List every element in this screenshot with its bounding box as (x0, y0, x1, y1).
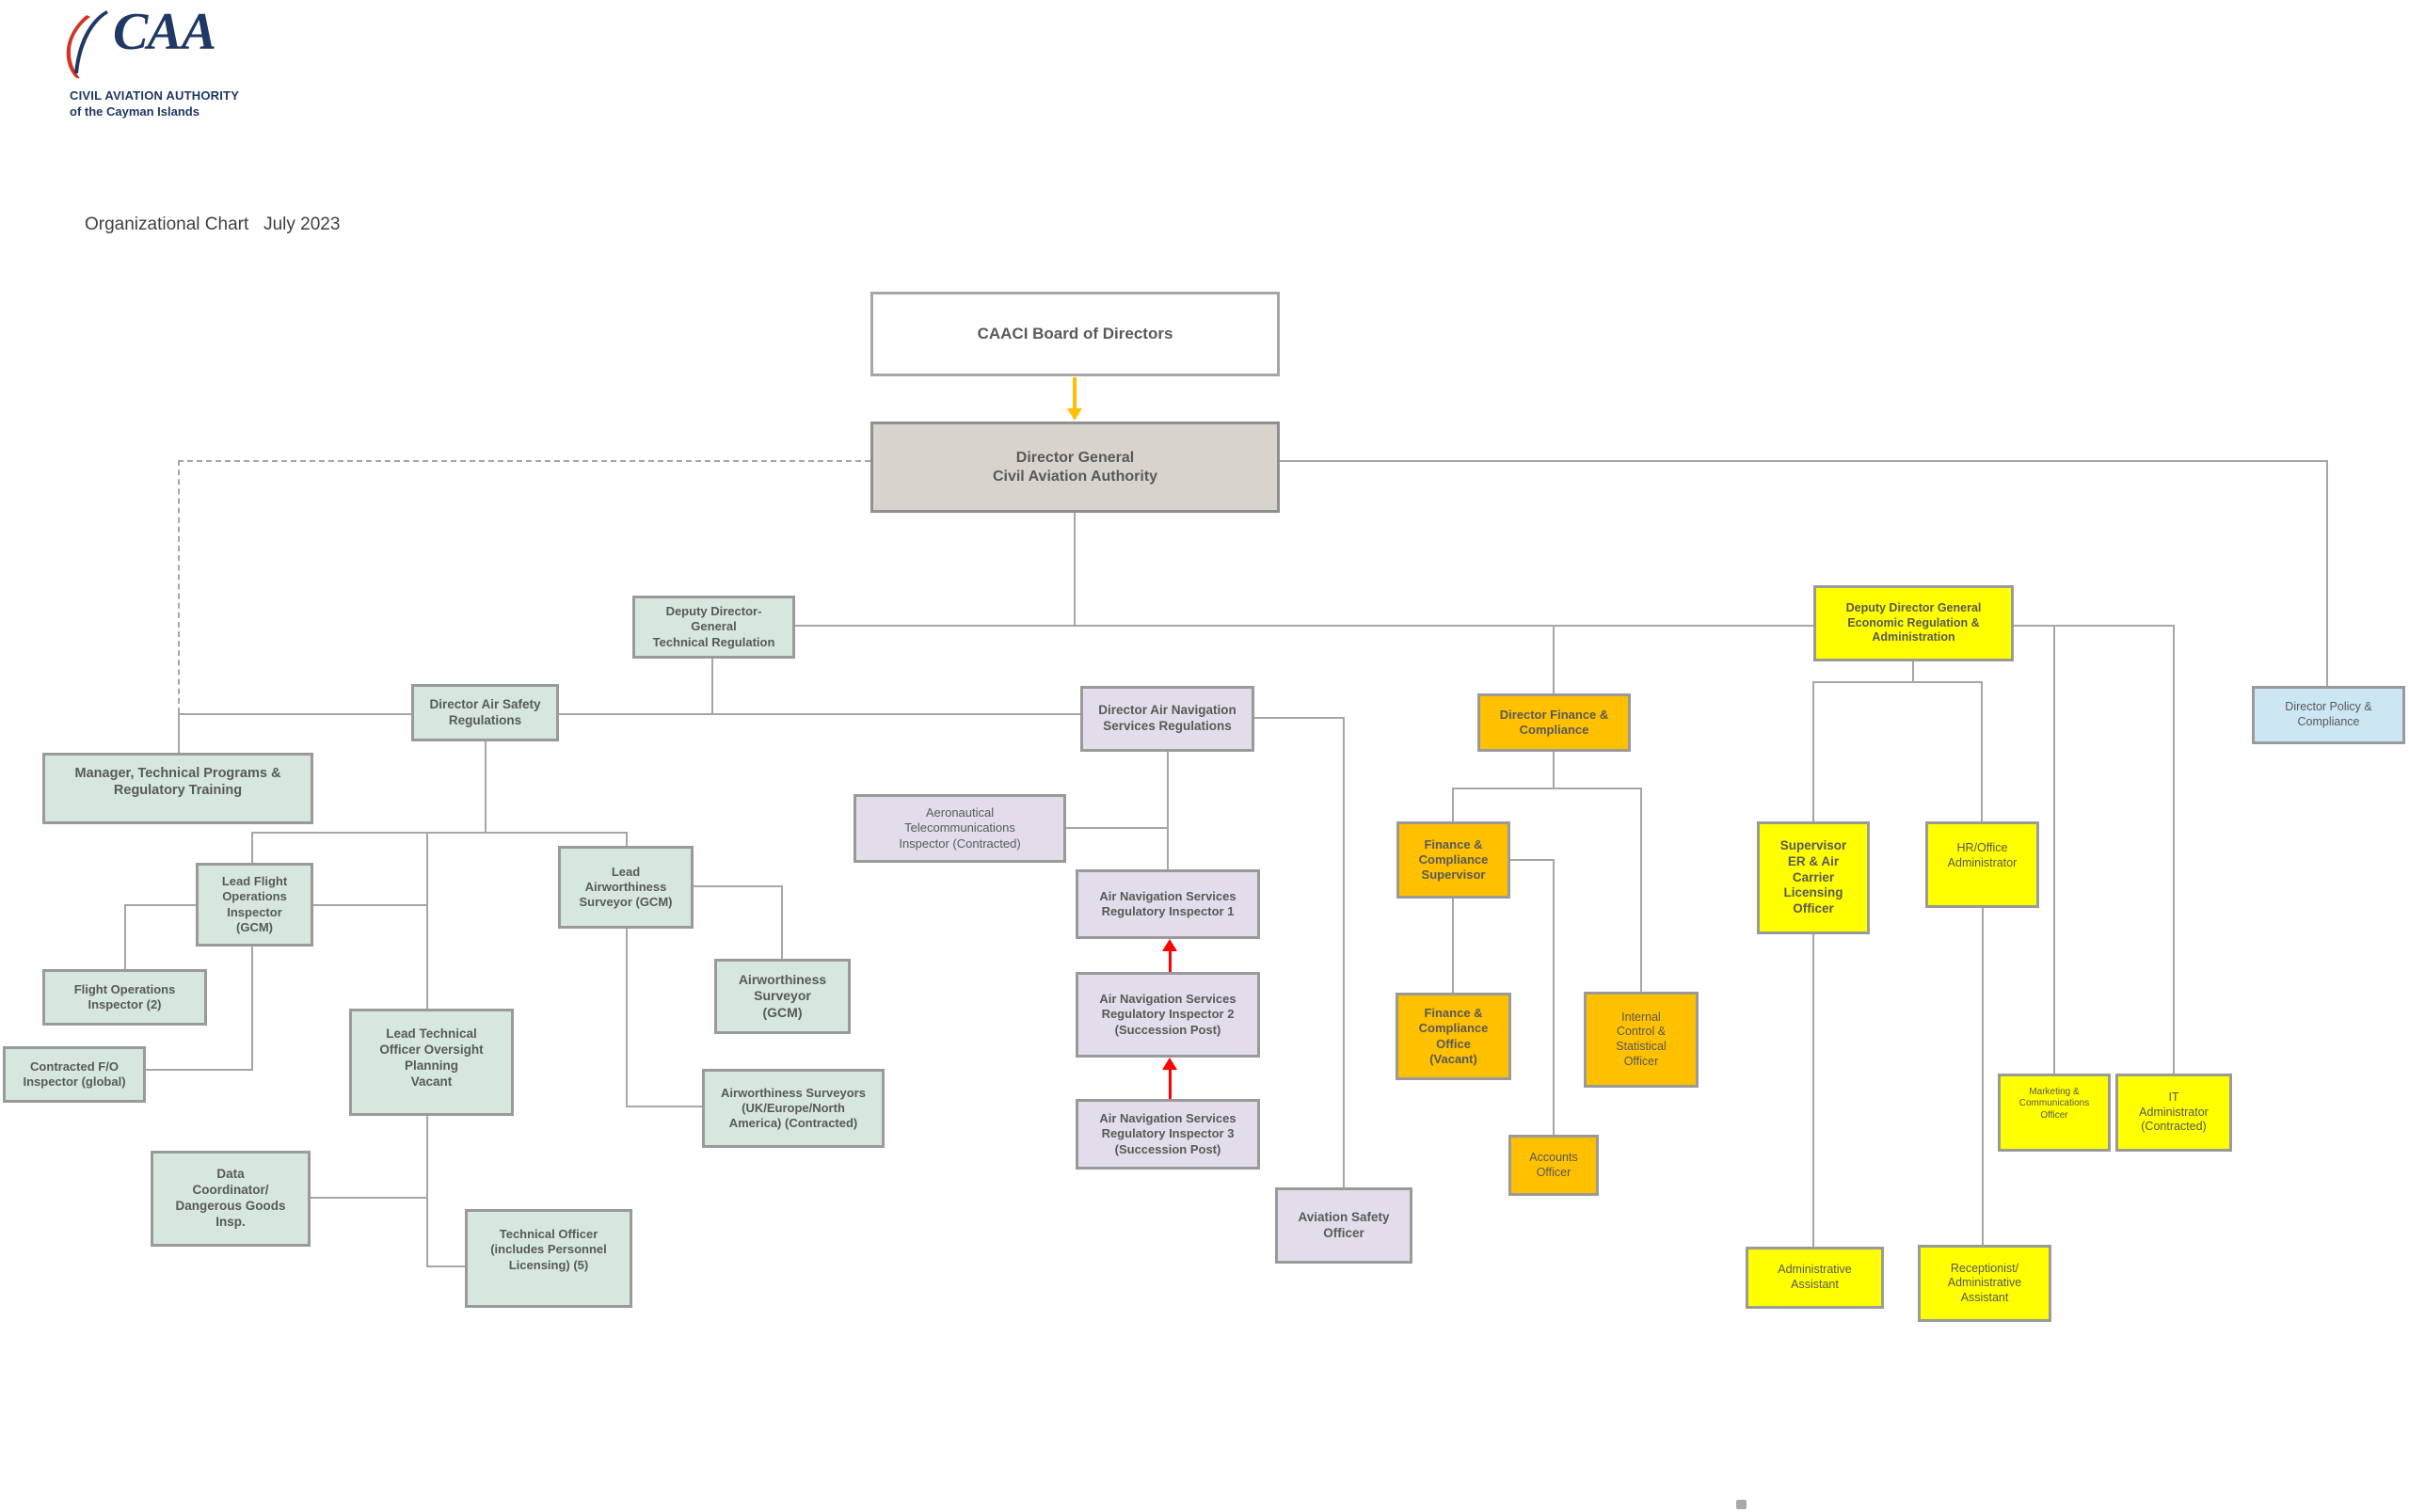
connector (485, 741, 487, 833)
connector (1982, 908, 1984, 1245)
connector (626, 929, 628, 1107)
org-box-accounts-officer: Accounts Officer (1508, 1135, 1599, 1196)
connector (426, 1265, 465, 1267)
connector (251, 832, 628, 834)
connector (251, 947, 253, 1070)
connector (124, 904, 126, 969)
org-box-technical-officer-personnel-licensing: Technical Officer (includes Personnel Li… (465, 1209, 632, 1308)
connector (1812, 681, 1983, 683)
connector (1452, 899, 1454, 993)
connector (426, 1116, 428, 1267)
succession-arrow-2-shaft (1169, 1068, 1172, 1099)
org-box-lead-airworthiness-surveyor-gcm: Lead Airworthiness Surveyor (GCM) (558, 846, 694, 929)
org-box-director-finance-compliance: Director Finance & Compliance (1477, 693, 1631, 752)
connector (1343, 717, 1345, 1187)
connector (626, 1106, 702, 1107)
connector (1553, 625, 1555, 693)
connector (694, 885, 783, 887)
connector (2014, 625, 2174, 627)
connector (1812, 681, 1814, 821)
connector (426, 832, 428, 1009)
connector (1812, 934, 1814, 1247)
org-box-hr-office-administrator: HR/Office Administrator (1925, 821, 2039, 908)
org-box-lead-flight-operations-inspector: Lead Flight Operations Inspector (GCM) (196, 863, 313, 947)
connector (251, 832, 253, 863)
succession-arrow-1 (1162, 939, 1177, 951)
org-box-director-air-safety-regulations: Director Air Safety Regulations (411, 684, 559, 741)
connector (1981, 681, 1983, 821)
org-box-caaci-board-of-directors: CAACI Board of Directors (870, 292, 1280, 376)
connector (1510, 859, 1555, 861)
connector (1280, 460, 2327, 462)
connector (2053, 625, 2055, 1074)
connector (2326, 460, 2328, 686)
org-box-director-general: Director General Civil Aviation Authorit… (870, 422, 1280, 513)
org-box-administrative-assistant: Administrative Assistant (1746, 1247, 1884, 1309)
caa-logo-line1: CIVIL AVIATION AUTHORITY (70, 88, 240, 103)
connector (711, 659, 713, 715)
org-box-finance-compliance-office-vacant: Finance & Compliance Office (Vacant) (1396, 993, 1511, 1080)
org-box-it-administrator-contracted: IT Administrator (Contracted) (2115, 1074, 2232, 1152)
board-to-dg-arrowhead (1067, 408, 1082, 421)
connector (1254, 717, 1344, 719)
caa-logo: CAA CIVIL AVIATION AUTHORITY of the Caym… (66, 3, 273, 125)
org-box-lead-technical-officer-oversight-planning-vacant: Lead Technical Officer Oversight Plannin… (349, 1009, 514, 1116)
connector (178, 713, 1080, 715)
org-box-internal-control-statistical-officer: Internal Control & Statistical Officer (1584, 992, 1699, 1088)
succession-arrow-2 (1162, 1058, 1177, 1070)
org-box-deputy-director-general-technical-regulation: Deputy Director- General Technical Regul… (632, 596, 795, 659)
connector (1452, 788, 1454, 821)
caa-logo-line2: of the Cayman Islands (70, 104, 199, 119)
board-to-dg-arrow (1073, 377, 1077, 410)
org-box-aviation-safety-officer: Aviation Safety Officer (1275, 1187, 1412, 1264)
org-box-finance-compliance-supervisor: Finance & Compliance Supervisor (1396, 821, 1510, 899)
connector (311, 1197, 426, 1199)
org-box-airworthiness-surveyor-gcm: Airworthiness Surveyor (GCM) (714, 959, 851, 1034)
dashed-connector (178, 460, 870, 462)
connector (1452, 788, 1642, 789)
caa-logo-swoosh-icon (66, 10, 108, 79)
org-box-director-air-navigation-services-regulations: Director Air Navigation Services Regulat… (1080, 686, 1254, 752)
org-box-airworthiness-surveyors-uk-europe-north-america: Airworthiness Surveyors (UK/Europe/North… (702, 1069, 885, 1148)
org-box-flight-operations-inspector-2: Flight Operations Inspector (2) (42, 969, 207, 1026)
connector (146, 1069, 253, 1071)
org-box-air-navigation-services-regulatory-inspector-1: Air Navigation Services Regulatory Inspe… (1076, 869, 1260, 939)
page-title: Organizational Chart July 2023 (85, 215, 341, 234)
connector (1640, 788, 1642, 992)
connector (178, 713, 180, 753)
org-box-air-navigation-services-regulatory-inspector-3: Air Navigation Services Regulatory Inspe… (1076, 1099, 1260, 1170)
connector (795, 625, 1813, 627)
org-box-director-policy-compliance: Director Policy & Compliance (2252, 686, 2405, 744)
resize-handle-artifact (1736, 1500, 1747, 1509)
connector (1167, 752, 1169, 869)
dashed-connector (178, 460, 180, 713)
org-box-manager-technical-programs-regulatory-training: Manager, Technical Programs & Regulatory… (42, 753, 313, 824)
connector (313, 904, 428, 906)
connector (1912, 661, 1914, 682)
org-box-marketing-communications-officer: Marketing & Communications Officer (1998, 1074, 2111, 1152)
org-box-air-navigation-services-regulatory-inspector-2: Air Navigation Services Regulatory Inspe… (1076, 972, 1260, 1058)
org-box-supervisor-er-air-carrier-licensing-officer: Supervisor ER & Air Carrier Licensing Of… (1757, 821, 1870, 934)
org-box-aeronautical-telecommunications-inspector-contracted: Aeronautical Telecommunications Inspecto… (854, 794, 1066, 863)
org-box-data-coordinator-dangerous-goods-inspector: Data Coordinator/ Dangerous Goods Insp. (151, 1151, 311, 1247)
org-box-contracted-fo-inspector-global: Contracted F/O Inspector (global) (3, 1046, 146, 1103)
connector (1074, 513, 1076, 627)
connector (2173, 625, 2175, 1074)
caa-logo-acronym: CAA (113, 3, 216, 61)
connector (626, 832, 628, 846)
org-box-receptionist-administrative-assistant: Receptionist/ Administrative Assistant (1918, 1245, 2051, 1322)
connector (1066, 827, 1168, 829)
org-box-deputy-director-general-economic-regulation-administration: Deputy Director General Economic Regulat… (1813, 585, 2014, 661)
connector (124, 904, 196, 906)
succession-arrow-1-shaft (1169, 949, 1172, 972)
connector (781, 885, 783, 959)
connector (1553, 859, 1555, 1135)
connector (1553, 752, 1555, 788)
